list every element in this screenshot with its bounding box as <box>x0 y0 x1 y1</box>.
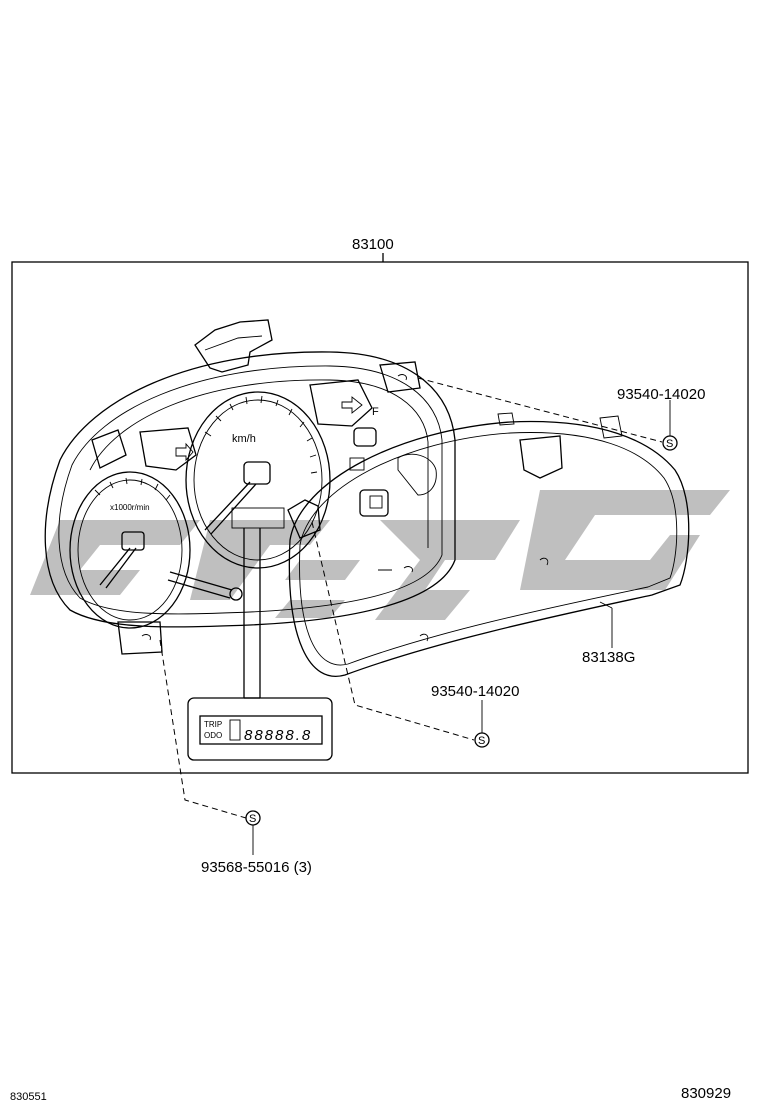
callout-93540-upper: 93540-14020 <box>617 386 705 403</box>
meter-glass <box>287 412 690 677</box>
screw-symbol-right-upper <box>662 435 678 451</box>
tach-unit-label: x1000r/min <box>110 503 150 512</box>
callout-83138g: 83138G <box>582 649 635 666</box>
screw-symbol-bottom <box>245 810 261 826</box>
speed-unit-label: km/h <box>232 433 256 445</box>
screw-symbol-center-lower-letter: S <box>478 735 485 747</box>
part-labels: 83100 93540-14020 93540-14020 93568-5501… <box>201 236 705 876</box>
screw-symbol-center-lower <box>474 732 490 748</box>
footer-right-code: 830929 <box>681 1085 731 1102</box>
tachometer: x1000r/min <box>69 471 191 629</box>
footer: 830551 830929 <box>10 1085 731 1103</box>
odometer-detail: TRIP ODO 88888.8 <box>187 528 333 761</box>
leader-lines: S S S <box>159 377 678 855</box>
fuel-gauge: F <box>309 379 379 471</box>
screw-symbol-bottom-letter: S <box>249 813 256 825</box>
fuel-mark: F <box>372 406 379 418</box>
assembly-frame <box>11 253 749 774</box>
callout-93540-lower: 93540-14020 <box>431 683 519 700</box>
screw-symbol-right-upper-letter: S <box>666 438 673 450</box>
odometer-mode-trip: TRIP <box>204 720 222 729</box>
speedometer: km/h <box>139 391 331 601</box>
watermark-logo <box>30 490 730 620</box>
callout-93568: 93568-55016 (3) <box>201 859 312 876</box>
odometer-mode-odo: ODO <box>204 731 222 740</box>
assembly-part-number: 83100 <box>352 236 394 253</box>
footer-left-code: 830551 <box>10 1091 47 1103</box>
odometer-digits: 88888.8 <box>244 727 312 744</box>
